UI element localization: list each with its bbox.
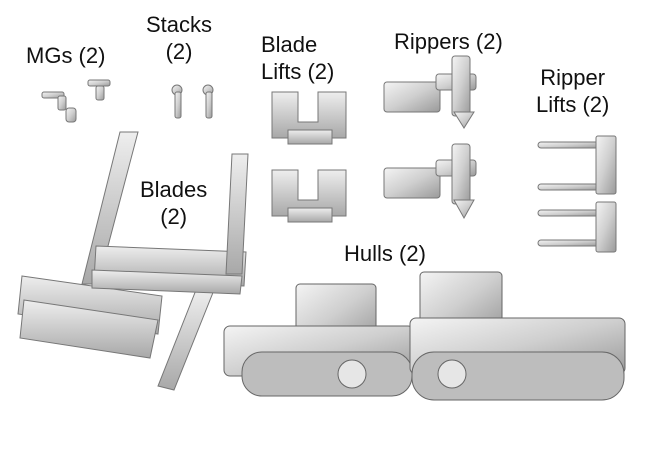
label-blades-line1: Blades (140, 177, 208, 202)
label-blade-lifts-line1: Blade (261, 32, 318, 57)
label-mgs: MGs (2) (26, 43, 106, 68)
stack-parts (171, 84, 214, 119)
ripper-parts (383, 55, 477, 220)
label-rippers: Rippers (2) (394, 29, 503, 54)
label-blade-lifts: Blade Lifts (2) (261, 31, 334, 85)
label-ripper-lifts-line2: Lifts (2) (536, 92, 610, 117)
hull-parts (223, 271, 626, 401)
label-blade-lifts-line2: Lifts (2) (261, 59, 335, 84)
label-hulls: Hulls (2) (344, 241, 426, 266)
label-blades: Blades (2) (140, 176, 207, 230)
label-ripper-lifts-line1: Ripper (540, 65, 606, 90)
blade-lift-parts (271, 91, 347, 223)
label-ripper-lifts: Ripper Lifts (2) (536, 64, 609, 118)
label-blades-line2: (2) (160, 204, 188, 229)
blade-parts (17, 131, 249, 391)
label-stacks: Stacks (2) (146, 11, 212, 65)
ripper-lift-parts (537, 135, 617, 253)
label-stacks-line2: (2) (165, 39, 193, 64)
mg-parts (41, 79, 111, 123)
label-stacks-line1: Stacks (146, 12, 213, 37)
